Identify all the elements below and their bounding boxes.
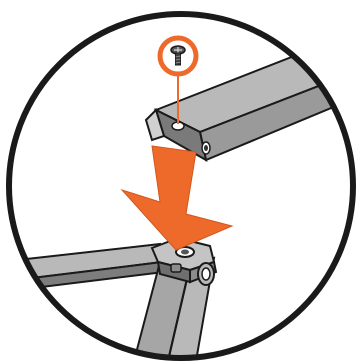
circular-viewport-content	[0, 42, 358, 361]
screw-icon	[160, 38, 196, 74]
arrow-down-icon	[122, 146, 232, 250]
